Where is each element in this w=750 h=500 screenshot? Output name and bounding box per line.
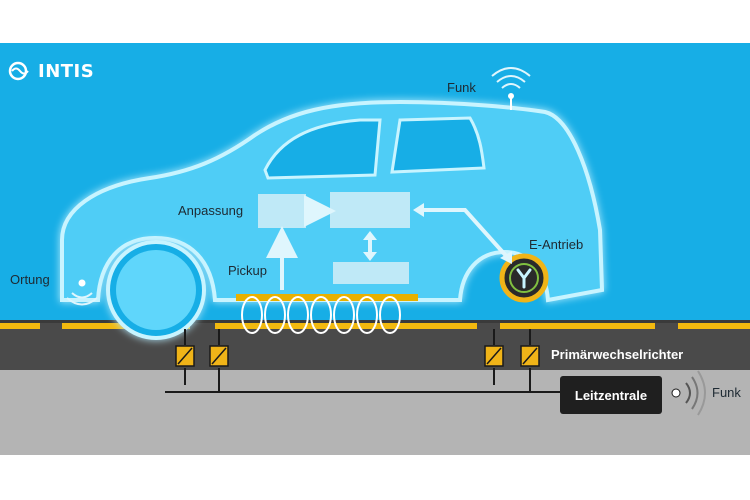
label-primary-inverter: Primärwechselrichter [551,347,684,362]
rear-wheel-edrive [499,253,549,303]
label-positioning: Ortung [10,272,50,287]
central-block [330,192,410,228]
inverter-icon [520,345,540,367]
car-window-rear [390,116,486,174]
label-pickup: Pickup [228,263,268,278]
arrow-central-edrive [413,203,512,264]
control-center-box: Leitzentrale [560,376,662,414]
bottom-margin [0,455,750,500]
underground-cabling [165,329,560,393]
label-radio-top: Funk [447,80,476,95]
adaptation-block [258,194,306,228]
label-control-center: Leitzentrale [574,387,648,403]
top-margin [0,0,750,43]
brand-name: INTIS [38,60,95,82]
pickup-coil-bar [236,294,418,301]
road-edge [0,320,750,323]
car-window-front [263,118,382,180]
inverter-icon [209,345,229,367]
logo-symbol-icon [8,61,29,81]
inverter-icon [175,345,195,367]
positioning-sensor [66,279,98,306]
control-radio-icon [671,370,706,416]
intis-logo: INTIS [8,58,94,84]
arrow-central-battery [363,231,377,261]
label-radio-bottom: Funk [712,385,741,400]
label-adaptation: Anpassung [178,203,244,218]
label-e-drive: E-Antrieb [529,237,584,252]
car-antenna-icon [491,67,531,110]
inverter-icon [484,345,504,367]
front-wheel [106,240,206,340]
induction-coils [241,296,401,334]
inverter-icons [175,345,540,367]
battery-block [333,262,409,284]
